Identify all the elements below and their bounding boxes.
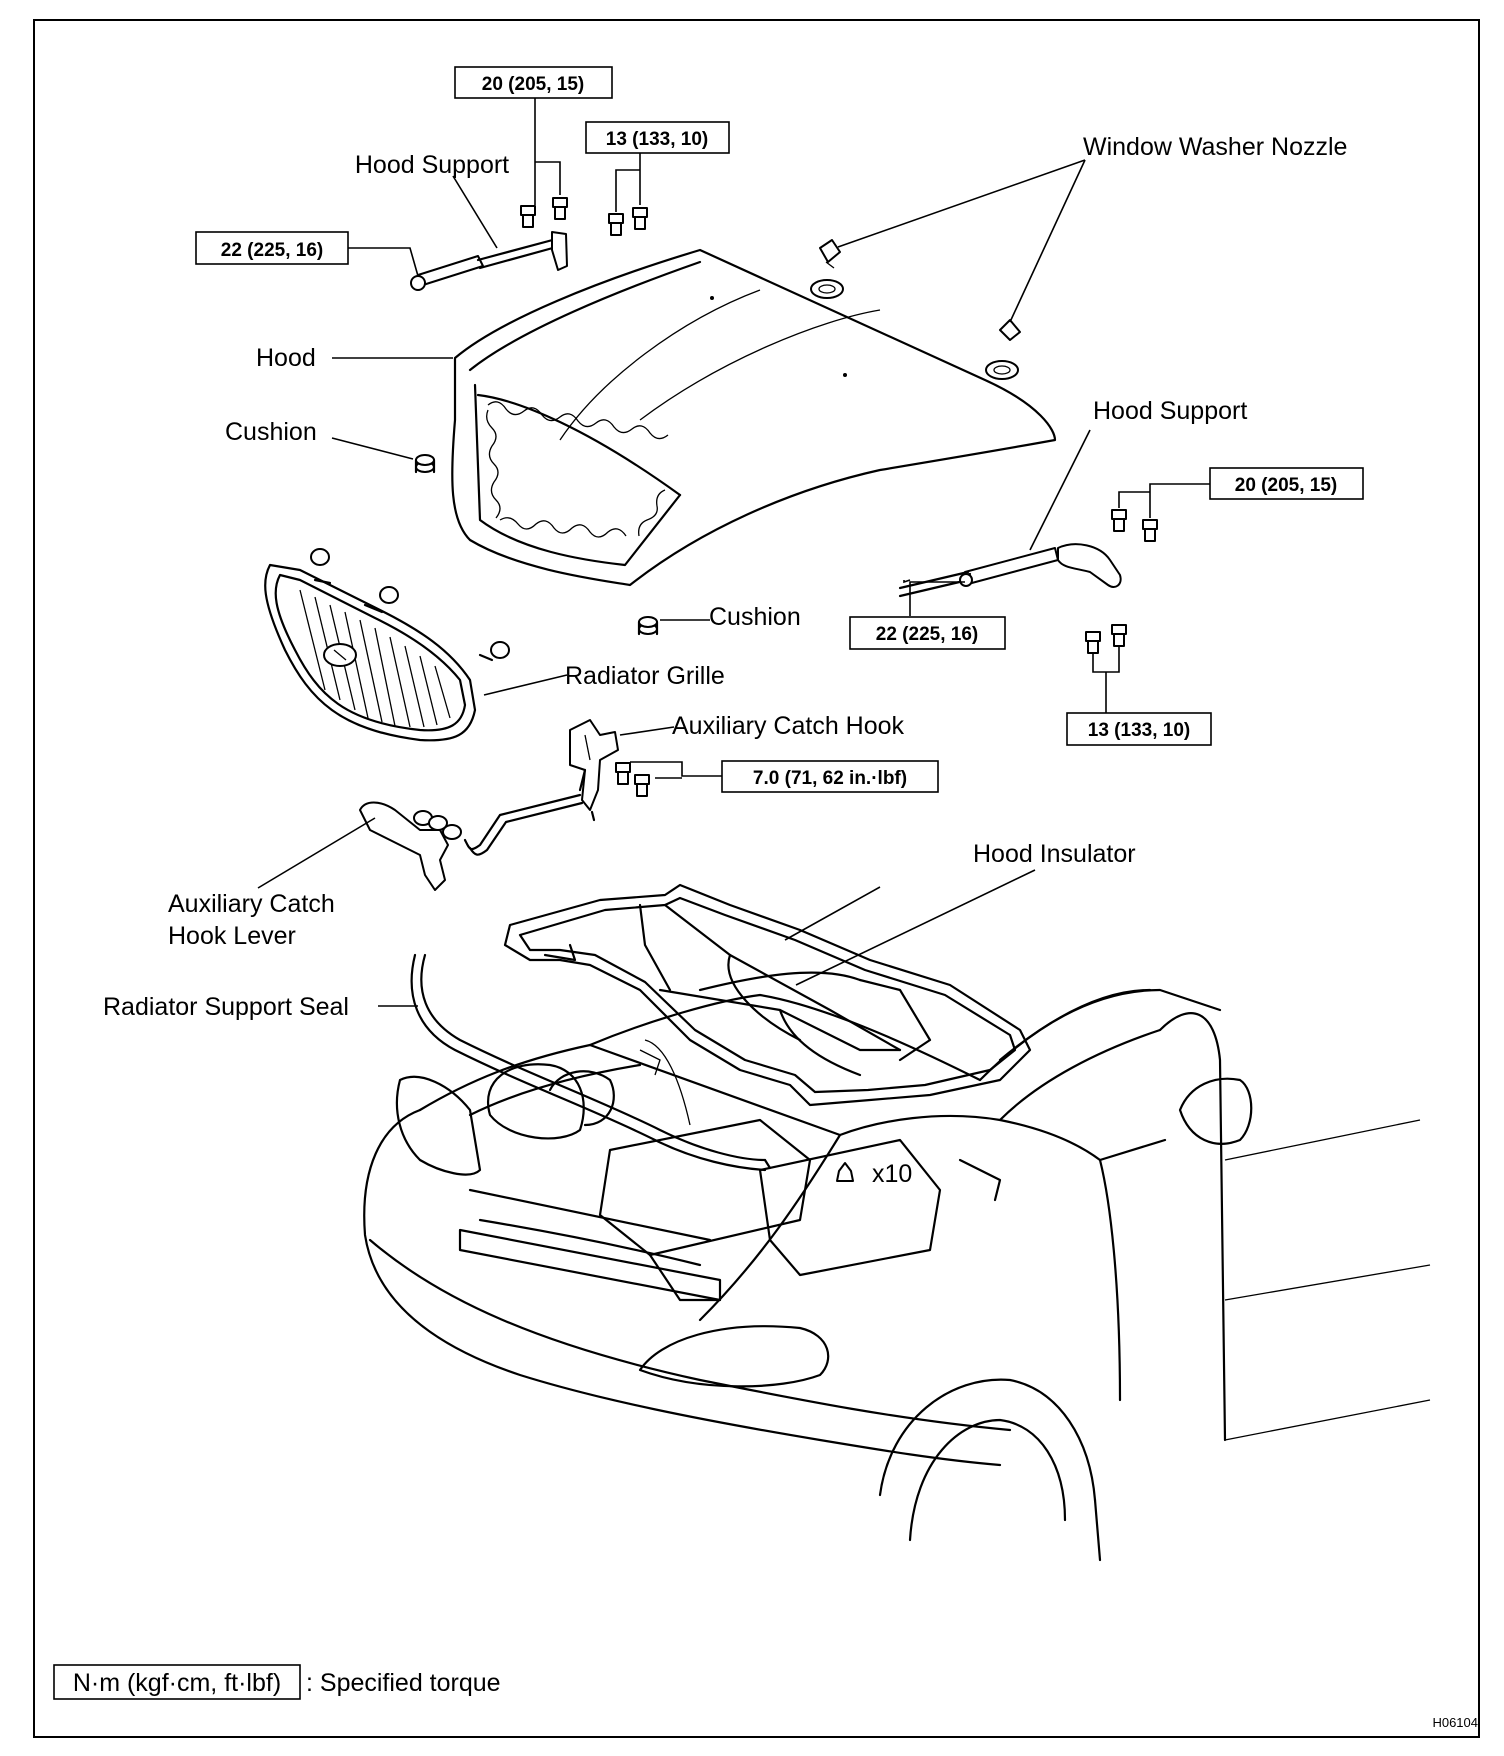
legend: N·m (kgf·cm, ft·lbf) : Specified torque bbox=[53, 1664, 501, 1700]
torque-support-bolt-right: 20 (205, 15) bbox=[1235, 475, 1337, 496]
auxiliary-catch-hook bbox=[569, 719, 619, 822]
label-window-washer-nozzle: Window Washer Nozzle bbox=[1083, 133, 1347, 161]
label-hood-support-left: Hood Support bbox=[355, 151, 509, 179]
window-washer-nozzles bbox=[810, 239, 1021, 380]
label-hood: Hood bbox=[256, 344, 316, 372]
leader-lines bbox=[257, 97, 1211, 1007]
hood-insulator bbox=[503, 883, 1032, 1107]
torque-hinge-bolt-right: 13 (133, 10) bbox=[1088, 720, 1190, 741]
torque-boxes: 20 (205, 15) 13 (133, 10) 22 (225, 16) 2… bbox=[195, 66, 1364, 793]
torque-catch-hook-bolt: 7.0 (71, 62 in.·lbf) bbox=[753, 768, 907, 789]
label-cushion-left: Cushion bbox=[225, 418, 317, 446]
bolts bbox=[520, 197, 1158, 1182]
hood-support-left-part bbox=[410, 231, 568, 291]
label-cushion-center: Cushion bbox=[709, 603, 801, 631]
label-radiator-grille: Radiator Grille bbox=[565, 662, 725, 690]
label-hood-insulator: Hood Insulator bbox=[973, 840, 1136, 868]
torque-support-right-end: 22 (225, 16) bbox=[876, 624, 978, 645]
hood bbox=[451, 248, 1057, 587]
hood-support-right-part bbox=[898, 543, 1122, 598]
legend-description: : Specified torque bbox=[306, 1669, 501, 1697]
label-auxiliary-catch-hook: Auxiliary Catch Hook bbox=[672, 712, 905, 740]
torque-support-bolt-top: 20 (205, 15) bbox=[482, 74, 584, 95]
torque-support-left-end: 22 (225, 16) bbox=[221, 240, 323, 261]
auxiliary-catch-hook-lever bbox=[359, 793, 584, 891]
label-hood-support-right: Hood Support bbox=[1093, 397, 1247, 425]
radiator-support-seal bbox=[410, 953, 772, 1172]
label-radiator-support-seal: Radiator Support Seal bbox=[103, 993, 349, 1021]
legend-unit-box: N·m (kgf·cm, ft·lbf) bbox=[73, 1669, 281, 1697]
vehicle-body bbox=[363, 988, 1431, 1562]
part-labels: Hood Support Window Washer Nozzle Hood C… bbox=[103, 133, 1347, 1188]
diagram-frame bbox=[33, 19, 1480, 1738]
torque-nozzle-area-bolt: 13 (133, 10) bbox=[606, 129, 708, 150]
label-aux-catch-hook-lever-line2: Hook Lever bbox=[168, 922, 296, 950]
cushions bbox=[414, 454, 659, 636]
radiator-grille bbox=[264, 548, 510, 742]
label-aux-catch-hook-lever-line1: Auxiliary Catch bbox=[168, 890, 335, 918]
figure-code: H06104 bbox=[1432, 1715, 1478, 1730]
label-clip-count: x10 bbox=[872, 1160, 912, 1188]
